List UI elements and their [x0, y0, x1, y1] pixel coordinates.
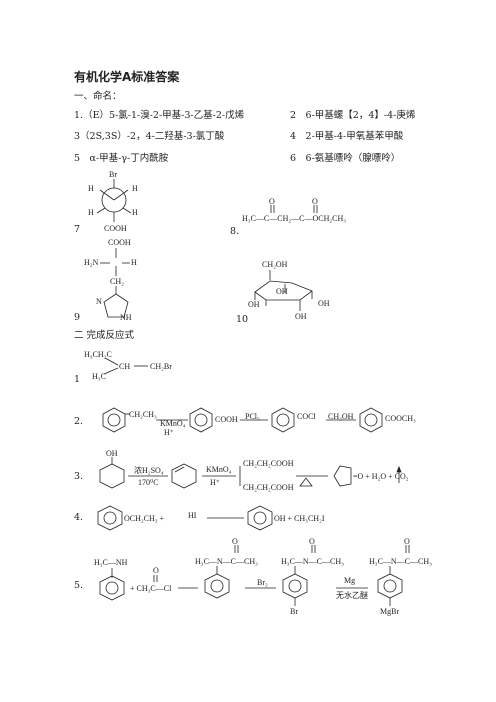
num-r1: 1 [74, 374, 81, 385]
r5-amide3: H₃C—N—C—CH₃ [369, 557, 432, 566]
num-10: 10 [236, 314, 249, 325]
r4-sub: OCH₂CH₃ + [124, 514, 165, 523]
answer-3: 3（2S,3S）-2，4-二羟基-3-氯丁酸 [74, 131, 225, 142]
r5-mg: Mg [344, 576, 356, 585]
r3-cond2: H⁺ [210, 478, 220, 487]
s7-h3: H [88, 208, 94, 217]
s7-h4: H [132, 208, 138, 217]
s7-h1: H [88, 184, 94, 193]
section-naming: 一、命名： [74, 91, 122, 102]
r3-reag2: KMnO₄ [206, 465, 232, 474]
r1-b: CH [119, 362, 131, 371]
r5-o3: O [309, 537, 315, 546]
ester-8 [270, 205, 318, 213]
answer-6: 6 6-氨基嘌呤（腺嘌呤） [290, 153, 401, 164]
r4-prod: OH + CH₃CH₂I [274, 514, 325, 523]
s7-br: Br [109, 170, 117, 179]
s9-h: H [131, 258, 137, 267]
r2-cond1: H⁺ [164, 428, 174, 437]
s10-oh2: OH [276, 287, 288, 296]
num-9: 9 [74, 312, 81, 323]
s10-oh1: OH [248, 300, 260, 309]
r5-o4: O [404, 537, 410, 546]
r3-cond1: 170⁰C [138, 478, 159, 487]
r2-p3: COOCH₃ [385, 414, 416, 423]
r2-reag1: KMnO₄ [160, 419, 186, 428]
num-r2: 2. [74, 416, 84, 427]
section-reactions: 二 完成反应式 [74, 330, 135, 341]
num-r4: 4. [74, 512, 84, 523]
answer-4: 4 2-甲基-4-甲氧基苯甲酸 [290, 131, 404, 142]
rxn4-structures [97, 505, 273, 531]
s10-oh3: OH [318, 299, 330, 308]
s9-cooh: COOH [108, 238, 131, 247]
s9-nh: NH [120, 313, 132, 322]
rxn3-structures [99, 457, 402, 489]
r5-nh: H₃C—NH [94, 558, 128, 567]
page-title: 有机化学A标准答案 [74, 70, 180, 84]
num-r5: 5. [74, 580, 84, 591]
s9-h2n: H₂N [84, 258, 99, 267]
num-7: 7 [74, 224, 81, 235]
r5-br2: Br₂ [257, 578, 268, 587]
r1-d: H₃C [92, 372, 106, 381]
r3-p1: CH₂CH₂COOH [243, 459, 294, 468]
s8-o1: O [269, 197, 275, 206]
r2-p1: COOH [215, 415, 238, 424]
rxn2-structures [102, 407, 383, 433]
s9-ch2: CH₂ [110, 277, 124, 286]
r2-p2: COCl [297, 412, 316, 421]
r5-o1: O [153, 566, 159, 575]
pyranose-10 [254, 270, 313, 311]
r1-c: CH₂Br [150, 362, 172, 371]
r5-plus: + CH₃C—Cl [130, 584, 172, 593]
r5-mgbr: MgBr [380, 607, 400, 616]
answer-1: 1.（E）5-氯-1-溴-2-甲基-3-乙基-2-戊烯 [74, 110, 245, 121]
s9-n: N [96, 297, 102, 306]
r5-o2: O [232, 537, 238, 546]
s8-formula: H₃C—C—CH₂—C—OCH₂CH₃ [242, 214, 347, 223]
r2-reag3: CH₃OH [328, 412, 354, 421]
s10-oh4: OH [295, 312, 307, 321]
r4-reag: HI [188, 511, 197, 520]
r1-a: H₃CH₂C [84, 350, 112, 359]
answer-2: 2 6-甲基螺【2，4】-4-庚烯 [290, 110, 416, 121]
r3-oh: OH [106, 449, 118, 458]
s8-o2: O [312, 197, 318, 206]
num-r3: 3. [74, 471, 84, 482]
r5-br: Br [290, 607, 298, 616]
r3-prod: =O + H₂O + CO₂ [353, 472, 409, 481]
r3-p2: CH₂CH₂COOH [243, 483, 294, 492]
r2-reag2: PCl₅ [245, 412, 260, 421]
rxn5-structures [99, 545, 410, 606]
r5-amide2: H₃C—N—C—CH₃ [281, 557, 344, 566]
answer-5: 5 α-甲基-γ-丁内酰胺 [74, 153, 169, 164]
s10-ch2oh: CH₂OH [262, 260, 288, 269]
r5-ether: 无水乙醚 [336, 591, 368, 600]
num-8: 8. [230, 226, 240, 237]
s7-h2: H [132, 184, 138, 193]
s7-cooh: COOH [104, 224, 127, 233]
r3-reag1: 浓H₂SO₄ [134, 466, 164, 475]
r2-sub: CH₂CH₃ [129, 410, 157, 419]
r5-amide1: H₃C—N—C—CH₃ [195, 557, 258, 566]
histidine-9 [100, 248, 130, 318]
newman-projection-7 [96, 179, 132, 222]
rxn1-structure [103, 357, 148, 375]
